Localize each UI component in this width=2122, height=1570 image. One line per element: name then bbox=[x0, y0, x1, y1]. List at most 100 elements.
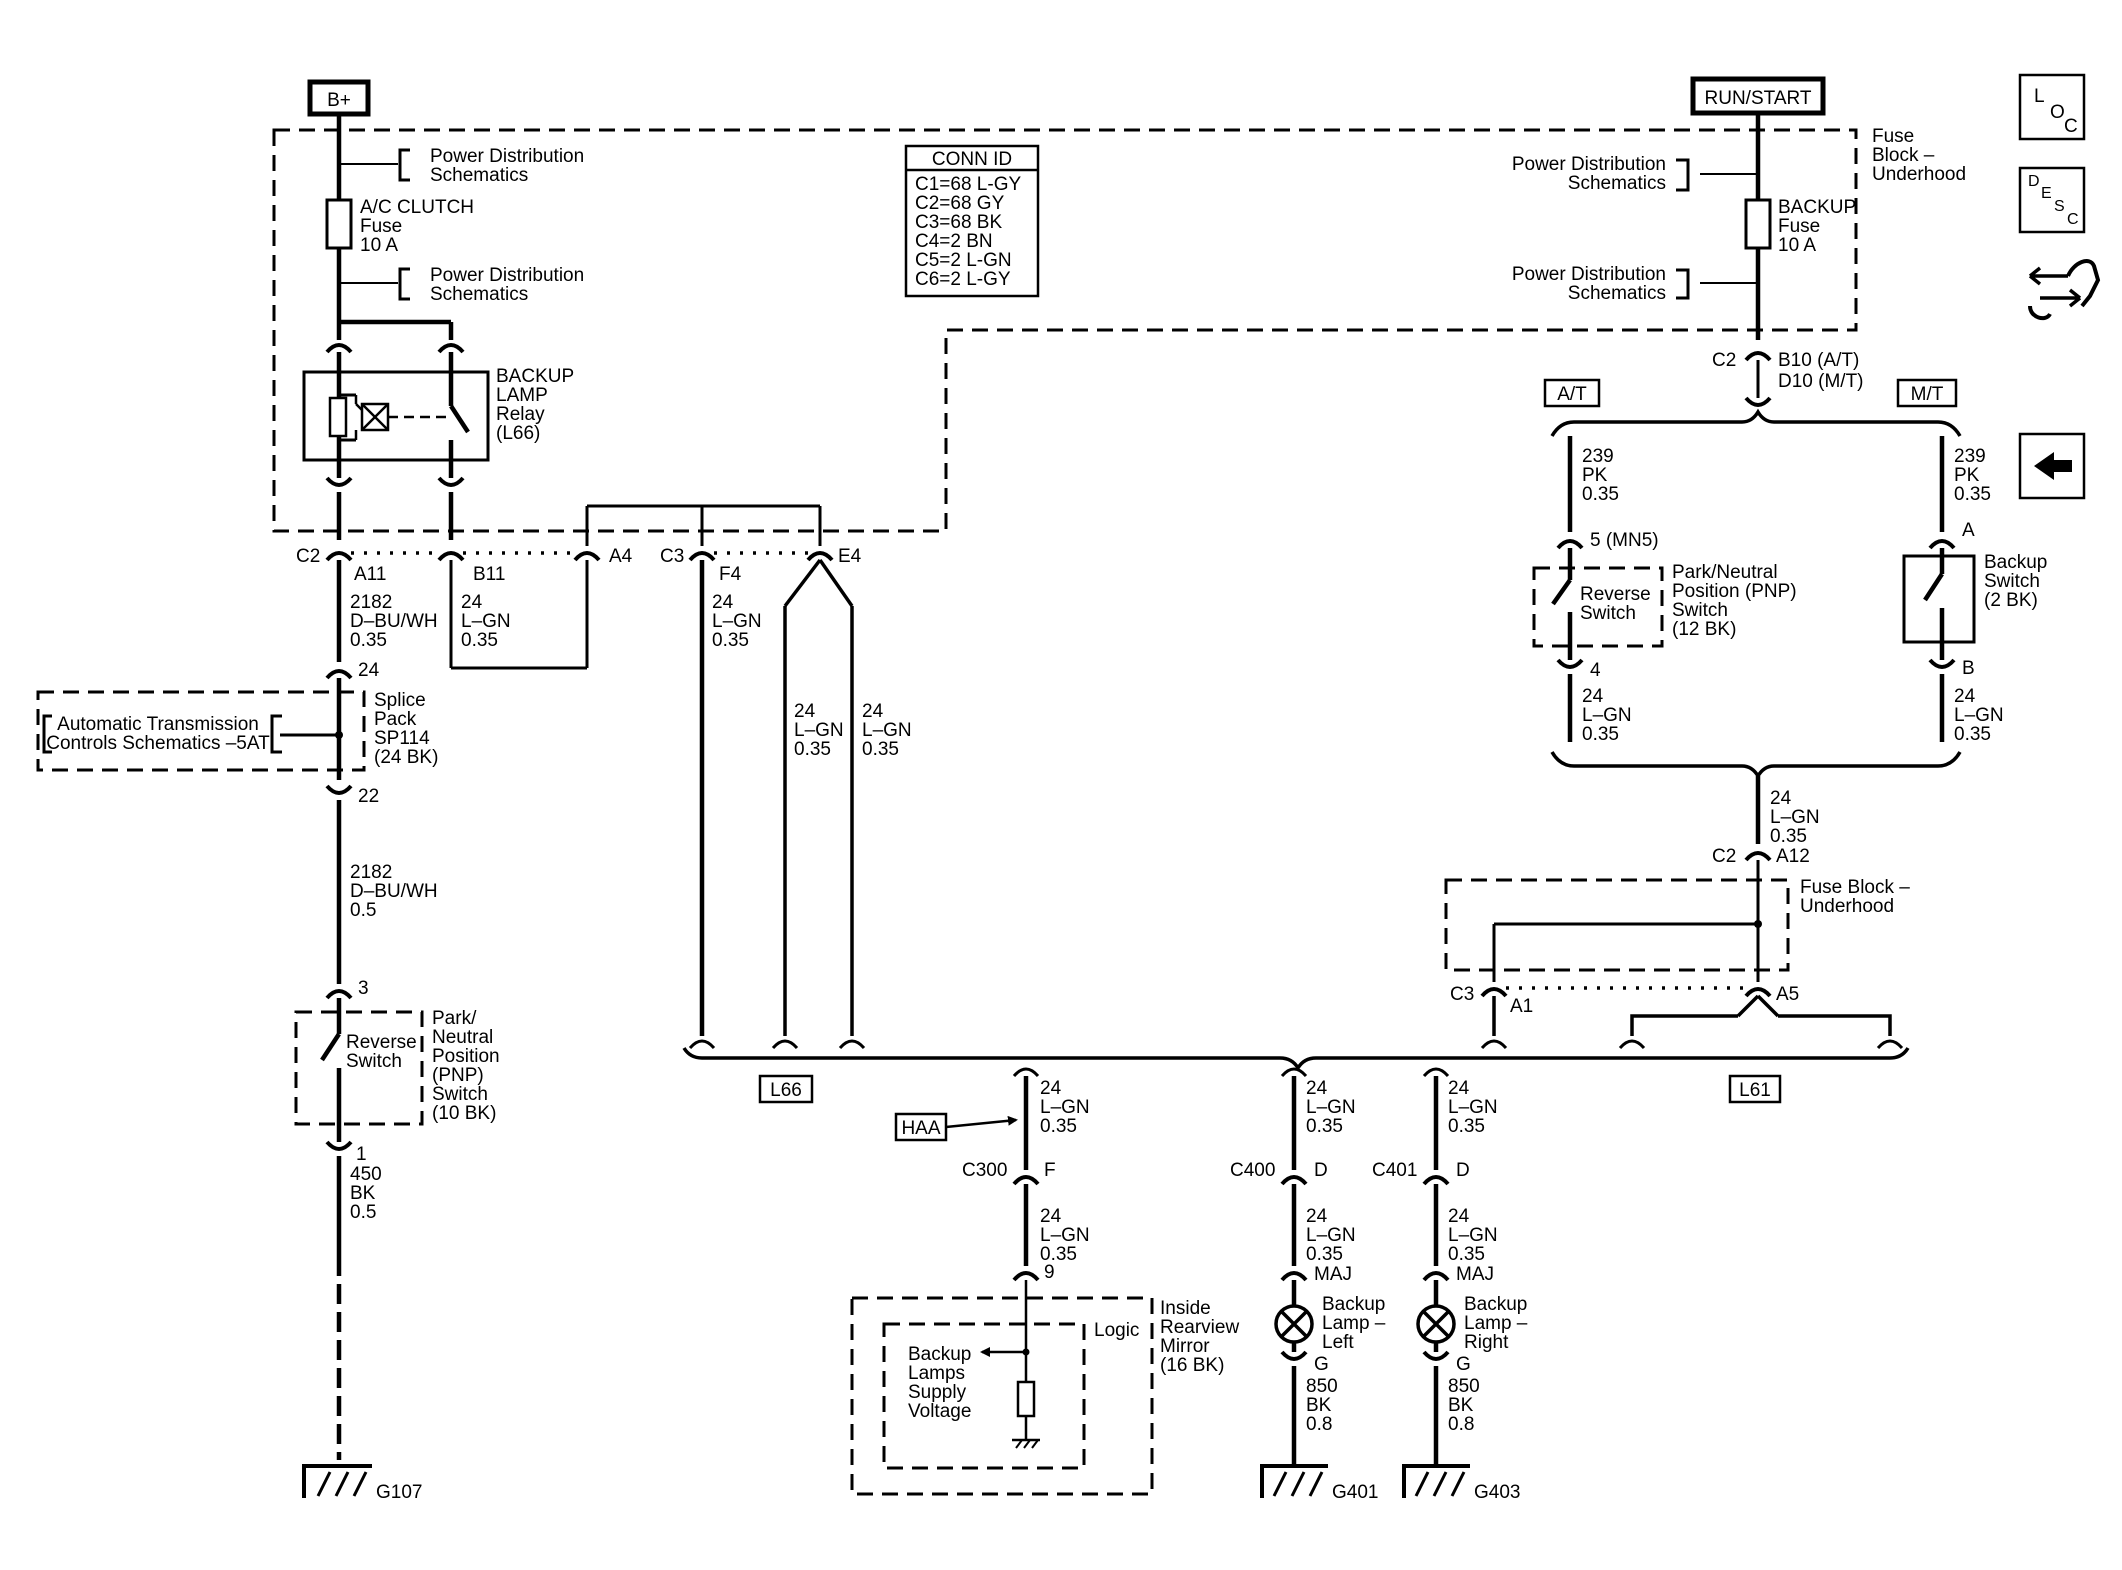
svg-text:D: D bbox=[2028, 173, 2040, 190]
svg-text:A/T: A/T bbox=[1557, 384, 1587, 405]
svg-text:BACKUP: BACKUP bbox=[496, 366, 574, 387]
svg-text:Park/Neutral: Park/Neutral bbox=[1672, 562, 1778, 583]
svg-text:24: 24 bbox=[794, 701, 816, 722]
svg-text:24: 24 bbox=[1448, 1078, 1470, 1099]
svg-text:F: F bbox=[1044, 1160, 1056, 1181]
svg-text:239: 239 bbox=[1954, 446, 1986, 467]
desc-nav-button[interactable]: D E S C bbox=[2018, 166, 2086, 234]
svg-text:24: 24 bbox=[1448, 1206, 1470, 1227]
loc-nav-button[interactable]: L O C bbox=[2018, 73, 2086, 141]
svg-text:C300: C300 bbox=[962, 1160, 1007, 1181]
svg-text:E: E bbox=[2041, 185, 2052, 202]
svg-text:0.35: 0.35 bbox=[350, 630, 387, 651]
svg-text:24: 24 bbox=[1306, 1078, 1328, 1099]
svg-text:(PNP): (PNP) bbox=[432, 1065, 484, 1086]
svg-text:0.8: 0.8 bbox=[1448, 1414, 1474, 1435]
svg-text:Power Distribution: Power Distribution bbox=[430, 146, 584, 167]
inside-mirror-circuit: 24 L–GN 0.35 HAA C300 F 24 L–GN 0.35 9 L… bbox=[850, 1067, 1239, 1496]
svg-text:Right: Right bbox=[1464, 1332, 1509, 1353]
svg-text:0.35: 0.35 bbox=[1040, 1116, 1077, 1137]
svg-text:B10 (A/T): B10 (A/T) bbox=[1778, 350, 1859, 371]
svg-text:Fuse: Fuse bbox=[1778, 216, 1820, 237]
b-plus-source: B+ bbox=[307, 79, 371, 117]
svg-text:Inside: Inside bbox=[1160, 1298, 1211, 1319]
svg-text:PK: PK bbox=[1582, 465, 1608, 486]
svg-text:450: 450 bbox=[350, 1164, 382, 1185]
backup-lamp-relay: BACKUP LAMP Relay (L66) bbox=[302, 319, 574, 487]
svg-text:L–GN: L–GN bbox=[712, 611, 762, 632]
svg-text:Splice: Splice bbox=[374, 690, 426, 711]
at-mt-option-brace: A/T M/T bbox=[1543, 378, 1962, 437]
conn-id-title: CONN ID bbox=[932, 149, 1012, 170]
at-branch-circuit: 239 PK 0.35 5 (MN5) Reverse Switch Park/… bbox=[1532, 436, 1797, 745]
svg-text:9: 9 bbox=[1044, 1262, 1055, 1283]
svg-text:Power Distribution: Power Distribution bbox=[1512, 264, 1666, 285]
svg-text:0.35: 0.35 bbox=[712, 630, 749, 651]
conn-id-row: C6=2 L-GY bbox=[915, 269, 1011, 290]
ground-g107: G107 bbox=[302, 1464, 422, 1503]
svg-text:G403: G403 bbox=[1474, 1482, 1520, 1503]
svg-text:24: 24 bbox=[712, 592, 734, 613]
svg-text:4: 4 bbox=[1590, 660, 1601, 681]
svg-text:D: D bbox=[1456, 1160, 1470, 1181]
svg-text:Switch: Switch bbox=[346, 1051, 402, 1072]
svg-text:24: 24 bbox=[358, 660, 380, 681]
svg-text:0.35: 0.35 bbox=[1582, 724, 1619, 745]
svg-text:Backup: Backup bbox=[1984, 552, 2047, 573]
svg-text:10 A: 10 A bbox=[360, 235, 398, 256]
svg-text:BK: BK bbox=[350, 1183, 376, 1204]
svg-text:Block –: Block – bbox=[1872, 145, 1935, 166]
svg-text:A1: A1 bbox=[1510, 996, 1533, 1017]
svg-text:2182: 2182 bbox=[350, 862, 392, 883]
back-button[interactable] bbox=[2018, 432, 2086, 500]
svg-text:D10 (M/T): D10 (M/T) bbox=[1778, 371, 1864, 392]
svg-text:L–GN: L–GN bbox=[794, 720, 844, 741]
wires-f4-e4-to-l66: 24 L–GN 0.35 24 L–GN 0.35 24 L–GN 0.35 bbox=[688, 558, 912, 1050]
svg-text:Fuse Block –: Fuse Block – bbox=[1800, 877, 1910, 898]
connector-view-icon[interactable] bbox=[2028, 259, 2101, 321]
backup-lamp-left-circuit: 24 L–GN 0.35 C400 D 24 L–GN 0.35 MAJ Bac… bbox=[1230, 1067, 1386, 1464]
svg-text:L–GN: L–GN bbox=[1306, 1097, 1356, 1118]
ground-g401: G401 bbox=[1260, 1464, 1378, 1503]
svg-text:(24 BK): (24 BK) bbox=[374, 747, 438, 768]
svg-text:C3: C3 bbox=[660, 546, 684, 567]
svg-text:A11: A11 bbox=[354, 564, 386, 585]
run-start-source: RUN/START bbox=[1690, 76, 1826, 116]
svg-text:Neutral: Neutral bbox=[432, 1027, 493, 1048]
svg-text:(L66): (L66) bbox=[496, 423, 540, 444]
svg-text:Schematics: Schematics bbox=[430, 284, 528, 305]
wire-b11-a4-loop: 24 L–GN 0.35 bbox=[449, 560, 589, 670]
svg-text:Automatic Transmission: Automatic Transmission bbox=[57, 714, 259, 735]
svg-text:L66: L66 bbox=[770, 1080, 802, 1101]
svg-text:BK: BK bbox=[1306, 1395, 1332, 1416]
option-bus-l66-l61: L66 L61 bbox=[682, 1047, 1910, 1104]
svg-text:0.35: 0.35 bbox=[461, 630, 498, 651]
svg-text:A12: A12 bbox=[1776, 846, 1810, 867]
svg-text:L–GN: L–GN bbox=[862, 720, 912, 741]
svg-text:24: 24 bbox=[862, 701, 884, 722]
svg-text:C2: C2 bbox=[296, 546, 320, 567]
svg-text:Backup: Backup bbox=[908, 1344, 971, 1365]
svg-text:Switch: Switch bbox=[1580, 603, 1636, 624]
svg-text:Relay: Relay bbox=[496, 404, 545, 425]
ground-g403: G403 bbox=[1402, 1464, 1520, 1503]
svg-text:Reverse: Reverse bbox=[1580, 584, 1651, 605]
svg-text:5 (MN5): 5 (MN5) bbox=[1590, 530, 1659, 551]
svg-text:S: S bbox=[2054, 198, 2065, 215]
svg-text:L61: L61 bbox=[1739, 1080, 1771, 1101]
svg-text:A5: A5 bbox=[1776, 984, 1799, 1005]
svg-text:0.5: 0.5 bbox=[350, 1202, 376, 1223]
svg-text:Fuse: Fuse bbox=[360, 216, 402, 237]
svg-text:Backup: Backup bbox=[1464, 1294, 1527, 1315]
svg-text:0.35: 0.35 bbox=[1770, 826, 1807, 847]
svg-text:M/T: M/T bbox=[1911, 384, 1944, 405]
svg-text:Park/: Park/ bbox=[432, 1008, 477, 1029]
svg-text:Lamps: Lamps bbox=[908, 1363, 965, 1384]
svg-text:C3: C3 bbox=[1450, 984, 1474, 1005]
svg-text:0.35: 0.35 bbox=[1306, 1244, 1343, 1265]
svg-text:PK: PK bbox=[1954, 465, 1980, 486]
svg-text:0.35: 0.35 bbox=[1448, 1244, 1485, 1265]
svg-text:L–GN: L–GN bbox=[1448, 1225, 1498, 1246]
svg-text:850: 850 bbox=[1448, 1376, 1480, 1397]
